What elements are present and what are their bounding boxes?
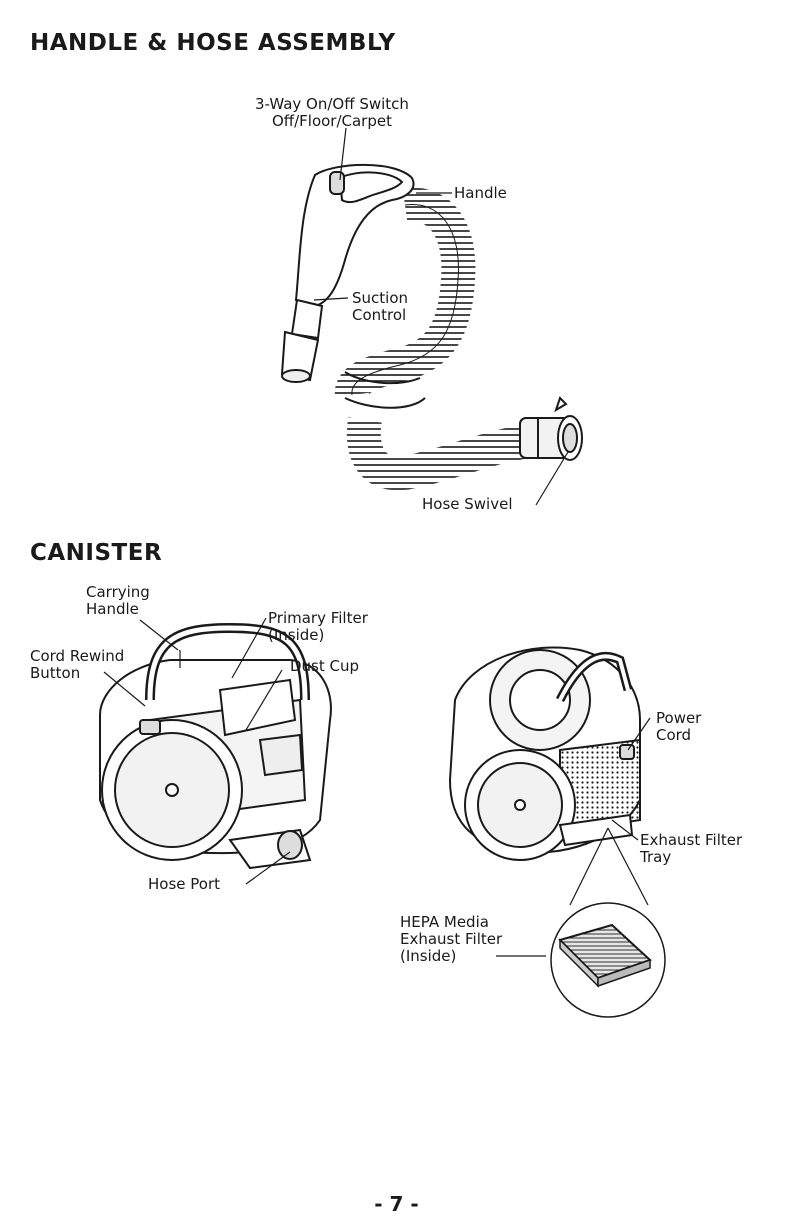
dust-cup-label: Dust Cup bbox=[290, 658, 359, 675]
carrying-label-line1: Carrying bbox=[86, 584, 150, 601]
cord-rewind-line1: Cord Rewind bbox=[30, 648, 124, 665]
power-cord-label: Power Cord bbox=[656, 710, 701, 744]
power-cord-line2: Cord bbox=[656, 727, 701, 744]
canister-back-illustration bbox=[450, 647, 640, 860]
power-cord-line1: Power bbox=[656, 710, 701, 727]
hepa-filter-label: HEPA Media Exhaust Filter (Inside) bbox=[400, 914, 502, 965]
exhaust-tray-line1: Exhaust Filter bbox=[640, 832, 742, 849]
cord-rewind-line2: Button bbox=[30, 665, 124, 682]
primary-filter-label: Primary Filter (Inside) bbox=[268, 610, 368, 644]
primary-filter-line1: Primary Filter bbox=[268, 610, 368, 627]
carrying-handle-label: Carrying Handle bbox=[86, 584, 150, 618]
hose-port-label: Hose Port bbox=[148, 876, 220, 893]
suction-control-label: Suction Control bbox=[352, 290, 408, 324]
switch-label-line2: Off/Floor/Carpet bbox=[255, 113, 409, 130]
exhaust-tray-line2: Tray bbox=[640, 849, 742, 866]
switch-label: 3-Way On/Off Switch Off/Floor/Carpet bbox=[255, 96, 409, 130]
suction-label-line2: Control bbox=[352, 307, 408, 324]
hepa-line1: HEPA Media bbox=[400, 914, 502, 931]
hose-swivel-part bbox=[520, 398, 582, 460]
suction-label-line1: Suction bbox=[352, 290, 408, 307]
hose-swivel-label: Hose Swivel bbox=[422, 496, 513, 513]
handle-label: Handle bbox=[454, 185, 507, 202]
hepa-line2: Exhaust Filter bbox=[400, 931, 502, 948]
handle-hose-illustration bbox=[282, 165, 582, 473]
hepa-line3: (Inside) bbox=[400, 948, 502, 965]
hepa-filter-detail bbox=[551, 903, 665, 1017]
exhaust-filter-tray-label: Exhaust Filter Tray bbox=[640, 832, 742, 866]
page-number: - 7 - bbox=[0, 1192, 793, 1216]
primary-filter-line2: (Inside) bbox=[268, 627, 368, 644]
cord-rewind-label: Cord Rewind Button bbox=[30, 648, 124, 682]
carrying-label-line2: Handle bbox=[86, 601, 150, 618]
switch-label-line1: 3-Way On/Off Switch bbox=[255, 96, 409, 113]
